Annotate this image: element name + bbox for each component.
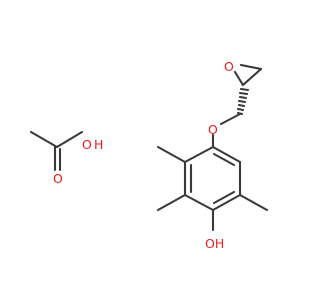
structure-canvas: O O H OH O (29, 59, 269, 251)
epoxide-bond-c-o (233, 70, 245, 87)
ring-inner-1 (212, 152, 236, 167)
aromatic-ring: OH O (156, 122, 269, 251)
bond-ch3-c (29, 130, 59, 149)
ring-inner-2 (212, 190, 236, 205)
ring-bond-1 (211, 145, 242, 164)
epoxide-bond-c2-o (239, 63, 263, 71)
ring-bond-3 (211, 193, 242, 212)
ring-bond-6 (183, 145, 215, 164)
bond-c-oh (55, 130, 84, 149)
acid-hydrogen-label: H (94, 137, 103, 152)
acetic-acid: O O H (29, 130, 103, 186)
carbonyl-oxygen-label: O (53, 171, 63, 186)
phenol-oh-label: OH (205, 236, 224, 251)
molecule-diagram: O O H OH O (29, 59, 269, 251)
ring-bond-4 (183, 193, 215, 212)
acid-oxygen-label: O (82, 137, 92, 152)
hashed-wedge-bond (236, 87, 250, 116)
glycidyl-group: O (219, 59, 263, 126)
epoxide-oxygen-label: O (224, 59, 234, 74)
bond-o-ch2 (219, 112, 242, 126)
methyl-bond-upper-left (156, 145, 187, 164)
methyl-bond-lower-left (156, 193, 187, 212)
methyl-bond-right (238, 193, 269, 212)
epoxide-bond-c-c2 (241, 67, 263, 87)
ether-oxygen-label: O (208, 122, 218, 137)
